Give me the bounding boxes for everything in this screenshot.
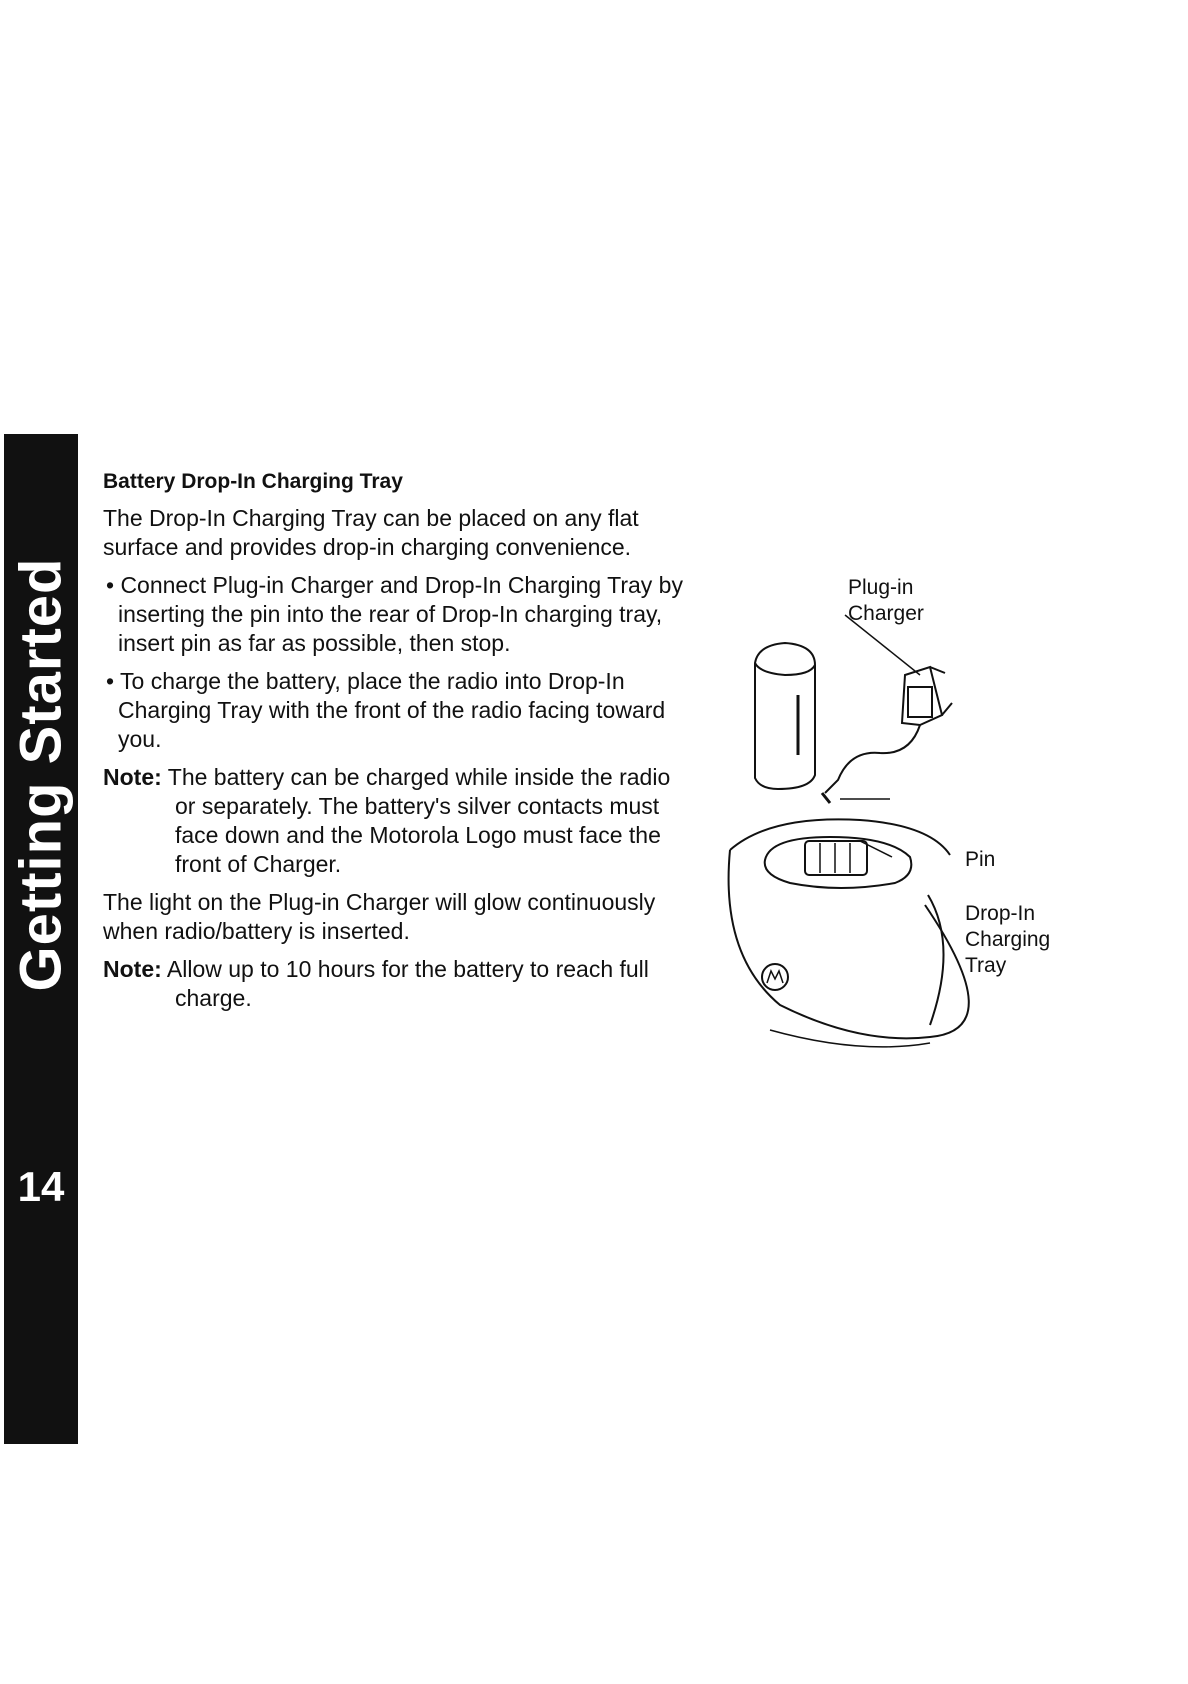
charger-cord [824,724,921,794]
leader-tray [859,840,893,858]
tray-rim [729,818,951,856]
main-content: Battery Drop-In Charging Tray The Drop-I… [103,470,693,1022]
intro-paragraph: The Drop-In Charging Tray can be placed … [103,505,639,560]
charger-light [907,686,933,718]
label-plug-in-charger: Plug-in Charger [848,576,924,625]
cradle [763,835,913,889]
cradle-slot [804,840,868,876]
section-title-text: Getting Started [8,557,74,991]
leader-plugin [844,614,921,676]
charger-figure: Plug-in Charger Pin Drop-In Charging Tra… [680,575,1180,1095]
bullet-item: • Connect Plug-in Charger and Drop-In Ch… [106,572,683,656]
charger-pin [820,792,832,804]
battery-body [754,663,816,791]
note-text: Allow up to 10 hours for the battery to … [166,956,649,1011]
label-drop-in-tray: Drop-In Charging Tray [965,902,1051,977]
section-title: Getting Started [4,434,78,1114]
page-number: 14 [17,1163,65,1210]
tray-side [927,894,945,1026]
note: Note: Allow up to 10 hours for the batte… [103,955,693,1013]
label-pin: Pin [965,848,996,871]
tray-shape [727,849,970,1040]
charger-illustration [727,614,970,1048]
light-paragraph: The light on the Plug-in Charger will gl… [103,889,656,944]
battery-top [753,641,817,677]
note-label: Note: [103,956,162,982]
plug-in-charger-body [900,665,944,727]
bullet-item: • To charge the battery, place the radio… [106,668,666,752]
section-heading: Battery Drop-In Charging Tray [103,470,403,493]
motorola-logo-icon [761,963,789,991]
note-label: Note: [103,764,162,790]
tray-shadow [769,1029,931,1048]
note: Note: The battery can be charged while i… [103,763,693,879]
section-tab [4,434,78,1444]
note-text: The battery can be charged while inside … [167,764,671,877]
